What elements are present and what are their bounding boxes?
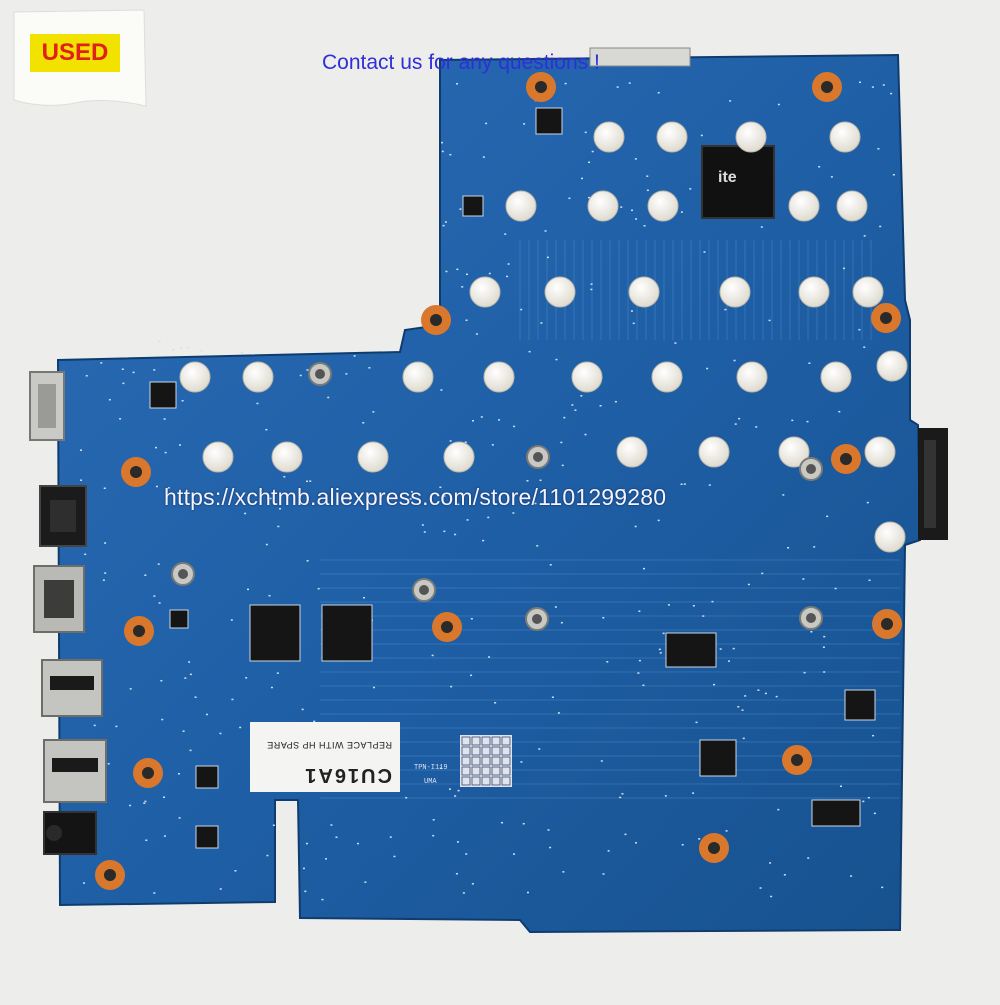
ic-chip xyxy=(844,689,876,721)
test-pad xyxy=(798,276,830,308)
test-pad xyxy=(616,436,648,468)
ic-chip xyxy=(699,739,737,777)
test-pad xyxy=(651,361,683,393)
ic-chip xyxy=(195,765,219,789)
hdmi-port xyxy=(33,565,85,633)
battery-connector xyxy=(589,47,691,67)
ic-chip xyxy=(195,825,219,849)
vga-port xyxy=(29,371,65,441)
test-pad xyxy=(357,441,389,473)
audio-jack xyxy=(43,811,97,855)
test-pad xyxy=(469,276,501,308)
test-pad xyxy=(443,441,475,473)
test-pad xyxy=(719,276,751,308)
screw-hole xyxy=(799,606,823,630)
screw-hole xyxy=(412,578,436,602)
mounting-standoff xyxy=(95,860,125,890)
usb-port-1 xyxy=(41,659,103,717)
mounting-standoff xyxy=(526,72,556,102)
test-pad xyxy=(864,436,896,468)
screw-hole xyxy=(308,362,332,386)
variant-tag: UMA xyxy=(424,778,437,786)
ec-controller-chip xyxy=(701,145,775,219)
test-pad xyxy=(571,361,603,393)
model-tag: TPN-I119 xyxy=(414,764,448,772)
screw-hole xyxy=(526,445,550,469)
board-code: CU16A1 xyxy=(303,764,392,786)
mounting-standoff xyxy=(699,833,729,863)
pcb-board xyxy=(56,53,922,934)
test-pad xyxy=(483,361,515,393)
contact-message: Contact us for any questions ! xyxy=(322,51,600,74)
test-pad xyxy=(587,190,619,222)
board-sticker: CU16A1 REPLACE WITH HP SPARE xyxy=(250,722,400,792)
test-pad xyxy=(179,361,211,393)
mounting-standoff xyxy=(872,609,902,639)
board-note: REPLACE WITH HP SPARE xyxy=(266,740,392,750)
mounting-standoff xyxy=(812,72,842,102)
ic-chip xyxy=(462,195,484,217)
test-pad xyxy=(788,190,820,222)
sata-connector xyxy=(918,428,948,540)
test-pad xyxy=(402,361,434,393)
test-pad xyxy=(656,121,688,153)
ic-chip xyxy=(169,609,189,629)
spec-sticker xyxy=(460,735,512,787)
test-pad xyxy=(505,190,537,222)
ic-chip xyxy=(149,381,177,409)
ic-chip xyxy=(249,604,301,662)
mounting-standoff xyxy=(871,303,901,333)
test-pad xyxy=(874,521,906,553)
test-pad xyxy=(544,276,576,308)
ic-chip xyxy=(321,604,373,662)
ethernet-port xyxy=(39,485,87,547)
test-pad xyxy=(852,276,884,308)
ite-chip-logo: ite xyxy=(718,169,737,186)
ic-chip xyxy=(535,107,563,135)
screw-hole xyxy=(525,607,549,631)
mounting-standoff xyxy=(124,616,154,646)
mounting-standoff xyxy=(121,457,151,487)
store-url-watermark: https://xchtmb.aliexpress.com/store/1101… xyxy=(164,484,667,510)
test-pad xyxy=(876,350,908,382)
usb-port-2 xyxy=(43,739,107,803)
test-pad xyxy=(202,441,234,473)
test-pad xyxy=(735,121,767,153)
test-pad xyxy=(271,441,303,473)
ic-chip xyxy=(665,632,717,668)
test-pad xyxy=(820,361,852,393)
test-pad xyxy=(829,121,861,153)
test-pad xyxy=(736,361,768,393)
test-pad xyxy=(778,436,810,468)
test-pad xyxy=(242,361,274,393)
screw-hole xyxy=(799,457,823,481)
mounting-standoff xyxy=(782,745,812,775)
test-pad xyxy=(698,436,730,468)
test-pad xyxy=(647,190,679,222)
mounting-standoff xyxy=(432,612,462,642)
test-pad xyxy=(593,121,625,153)
used-badge-text: USED xyxy=(30,34,120,72)
test-pad xyxy=(836,190,868,222)
ic-chip xyxy=(811,799,861,827)
mounting-standoff xyxy=(831,444,861,474)
mounting-standoff xyxy=(421,305,451,335)
test-pad xyxy=(628,276,660,308)
mounting-standoff xyxy=(133,758,163,788)
screw-hole xyxy=(171,562,195,586)
